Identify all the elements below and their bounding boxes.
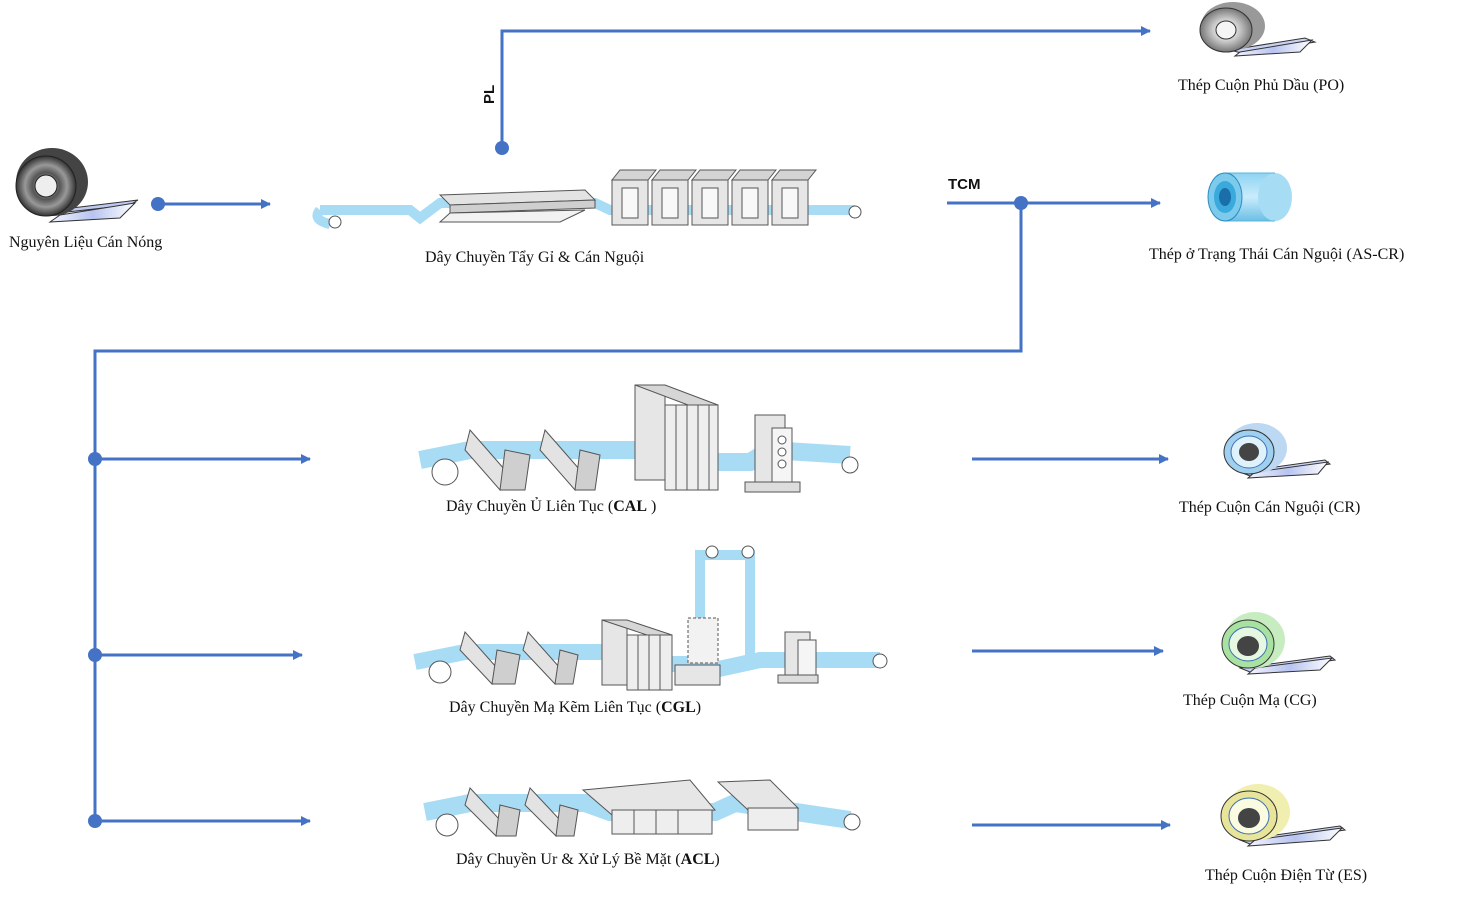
cgl-label-suffix: ) (695, 699, 702, 716)
cgl-label-prefix: Dây Chuyền Mạ Kẽm Liên Tục ( (449, 699, 662, 716)
cgl-line-label: Dây Chuyền Mạ Kẽm Liên Tục (CGL) (449, 699, 701, 717)
distribution-line (93, 203, 1023, 821)
pl-node (495, 141, 509, 155)
cgl-machine (413, 545, 888, 691)
cal-machine (418, 384, 859, 493)
cal-label-suffix: ) (647, 498, 657, 515)
acl-line-label: Dây Chuyền Ur & Xử Lý Bề Mặt (ACL) (456, 851, 720, 869)
pl-branch-tag: PL (481, 84, 498, 104)
cgl-node (88, 648, 102, 662)
po-output-label: Thép Cuộn Phủ Dầu (PO) (1178, 77, 1345, 94)
electrical-steel-coil-icon (1220, 784, 1347, 847)
input-node (151, 197, 165, 211)
acl-node (88, 814, 102, 828)
oiled-coil-icon (1199, 2, 1317, 57)
flow-lines (93, 26, 1171, 830)
cal-label-code: CAL (613, 498, 647, 515)
acl-label-prefix: Dây Chuyền Ur & Xử Lý Bề Mặt ( (456, 851, 681, 868)
galvanized-coil-icon (1221, 612, 1337, 675)
as-cr-coil-icon (1207, 172, 1292, 222)
cgl-label-code: CGL (661, 699, 696, 716)
cal-node (88, 452, 102, 466)
cold-rolled-coil-icon (1223, 423, 1332, 479)
pickling-cold-rolling-machine (312, 169, 862, 229)
cal-line-label: Dây Chuyền Ủ Liên Tục (CAL ) (446, 498, 656, 516)
cal-label-prefix: Dây Chuyền Ủ Liên Tục ( (446, 498, 614, 515)
flow-nodes (88, 141, 1028, 828)
cr-output-label: Thép Cuộn Cán Nguội (CR) (1179, 499, 1361, 516)
hot-rolled-coil-icon (15, 148, 139, 223)
tcm-node (1014, 196, 1028, 210)
acl-machine (423, 779, 861, 837)
cg-output-label: Thép Cuộn Mạ (CG) (1183, 692, 1317, 709)
pickling-line-label: Dây Chuyền Tẩy Gỉ & Cán Nguội (425, 249, 645, 266)
input-label: Nguyên Liệu Cán Nóng (9, 234, 163, 251)
acl-label-code: ACL (680, 851, 715, 868)
tcm-branch-tag: TCM (948, 176, 981, 193)
acl-label-suffix: ) (714, 851, 720, 868)
ascr-output-label: Thép ở Trạng Thái Cán Nguội (AS-CR) (1149, 246, 1405, 263)
es-output-label: Thép Cuộn Điện Từ (ES) (1205, 867, 1368, 884)
pl-branch-line (500, 26, 1151, 148)
